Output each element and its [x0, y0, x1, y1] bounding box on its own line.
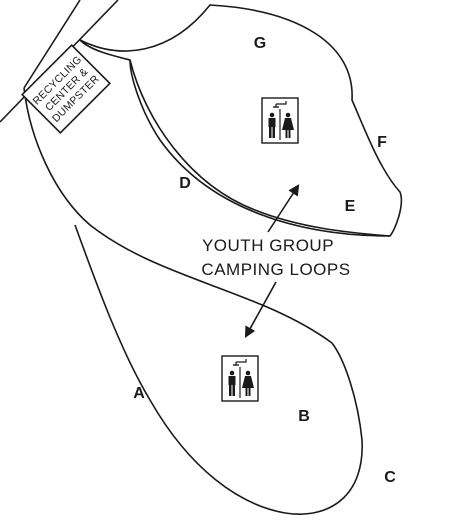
upper-loop-area — [79, 4, 403, 237]
loop-label-d: D — [179, 175, 191, 192]
loop-label-a: A — [133, 385, 145, 402]
arrow-to-upper-loop — [267, 184, 300, 233]
recycling-center-sign: RECYCLING CENTER & DUMPSTER — [21, 44, 111, 134]
restroom-shower-icon — [221, 355, 259, 402]
loop-label-f: F — [377, 134, 387, 151]
upper-loop-inner-path — [129, 59, 391, 237]
restroom-shower-icon — [261, 97, 299, 144]
lower-loop-area — [74, 224, 363, 515]
loop-label-b: B — [298, 408, 310, 425]
loop-label-e: E — [345, 198, 356, 215]
caption-line2: CAMPING LOOPS — [201, 260, 350, 279]
caption-line1: YOUTH GROUP — [202, 236, 334, 255]
central-field-boundary — [23, 87, 333, 344]
arrow-to-lower-loop — [244, 281, 277, 338]
loop-label-g: G — [254, 35, 266, 52]
loop-label-c: C — [384, 469, 396, 486]
